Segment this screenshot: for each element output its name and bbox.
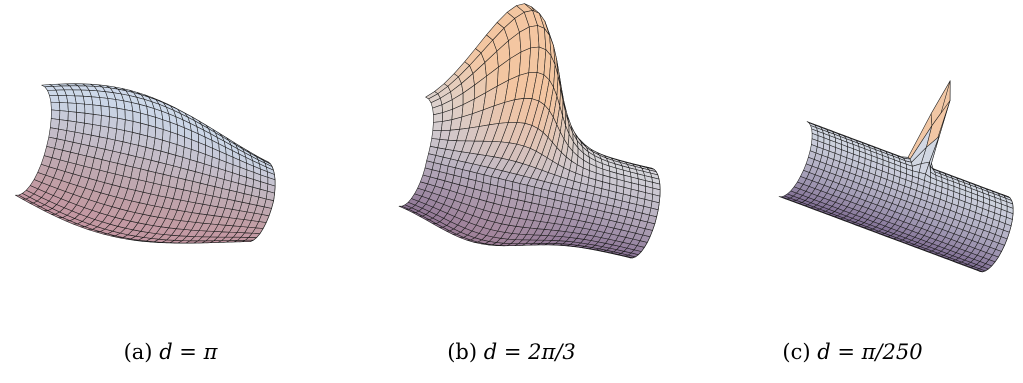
figure-panel-b: (b) d = 2π/3: [341, 0, 682, 383]
surface-facet: [92, 114, 102, 127]
surface-facet: [124, 119, 134, 133]
surface-facet: [432, 121, 443, 131]
figure-panel-c: (c) d = π/250: [682, 0, 1023, 383]
caption-b-math: d = 2π/3: [483, 340, 576, 364]
figure-panel-a: (a) d = π: [0, 0, 341, 383]
surface-facet: [647, 214, 657, 225]
surface-facet: [108, 106, 118, 119]
surface-facet: [132, 121, 141, 135]
surface-facet: [490, 176, 499, 187]
caption-b-label: (b): [447, 340, 478, 364]
surface-facet: [116, 107, 126, 120]
caption-a-math: d = π: [159, 340, 218, 364]
surface-facet: [108, 116, 118, 130]
surface-facet: [67, 111, 77, 123]
surface-facet: [66, 120, 77, 133]
surface-facet: [497, 178, 506, 189]
surface-facet: [59, 102, 69, 112]
caption-c-math: d = π/250: [817, 340, 923, 364]
caption-a: (a) d = π: [0, 340, 341, 364]
surface-facet: [57, 95, 69, 104]
surface-facet: [511, 181, 521, 192]
caption-b: (b) d = 2π/3: [341, 340, 682, 364]
surface-facet: [67, 102, 77, 113]
surface-plot-a: [15, 83, 276, 244]
surface-facet: [461, 169, 471, 180]
surface-facet: [76, 103, 86, 114]
caption-c-label: (c): [782, 340, 811, 364]
surface-facet: [74, 121, 85, 134]
surface-facet: [50, 118, 60, 130]
surface-facet: [58, 119, 69, 131]
surface-plot-b: [398, 3, 661, 259]
surface-facet: [998, 236, 1008, 246]
surface-facet: [482, 174, 492, 185]
surface-facet: [526, 185, 535, 195]
surface-facet: [116, 117, 126, 131]
surface-facet: [84, 103, 94, 115]
surface-facet: [518, 183, 528, 194]
surface-facet: [76, 112, 86, 124]
surface-facet: [100, 105, 110, 117]
caption-c: (c) d = π/250: [682, 340, 1023, 364]
surface-facet: [50, 101, 61, 111]
surface-plot-c: [778, 80, 1014, 273]
surface-facet: [84, 112, 94, 125]
surface-facet: [139, 122, 149, 137]
surface-facet: [468, 171, 478, 181]
surface-facet: [263, 198, 274, 209]
surface-facet: [100, 115, 110, 128]
surface-facet: [475, 172, 485, 183]
surface-facet: [533, 186, 542, 197]
surface-facet: [49, 95, 60, 103]
surface-facet: [92, 104, 102, 116]
surface-facet: [50, 109, 61, 120]
surface-mesh: [398, 3, 661, 259]
surface-mesh: [778, 80, 1014, 273]
surface-facet: [74, 95, 85, 105]
caption-a-label: (a): [123, 340, 153, 364]
surface-facet: [59, 110, 69, 121]
surface-mesh: [15, 83, 276, 244]
surface-facet: [504, 179, 514, 190]
